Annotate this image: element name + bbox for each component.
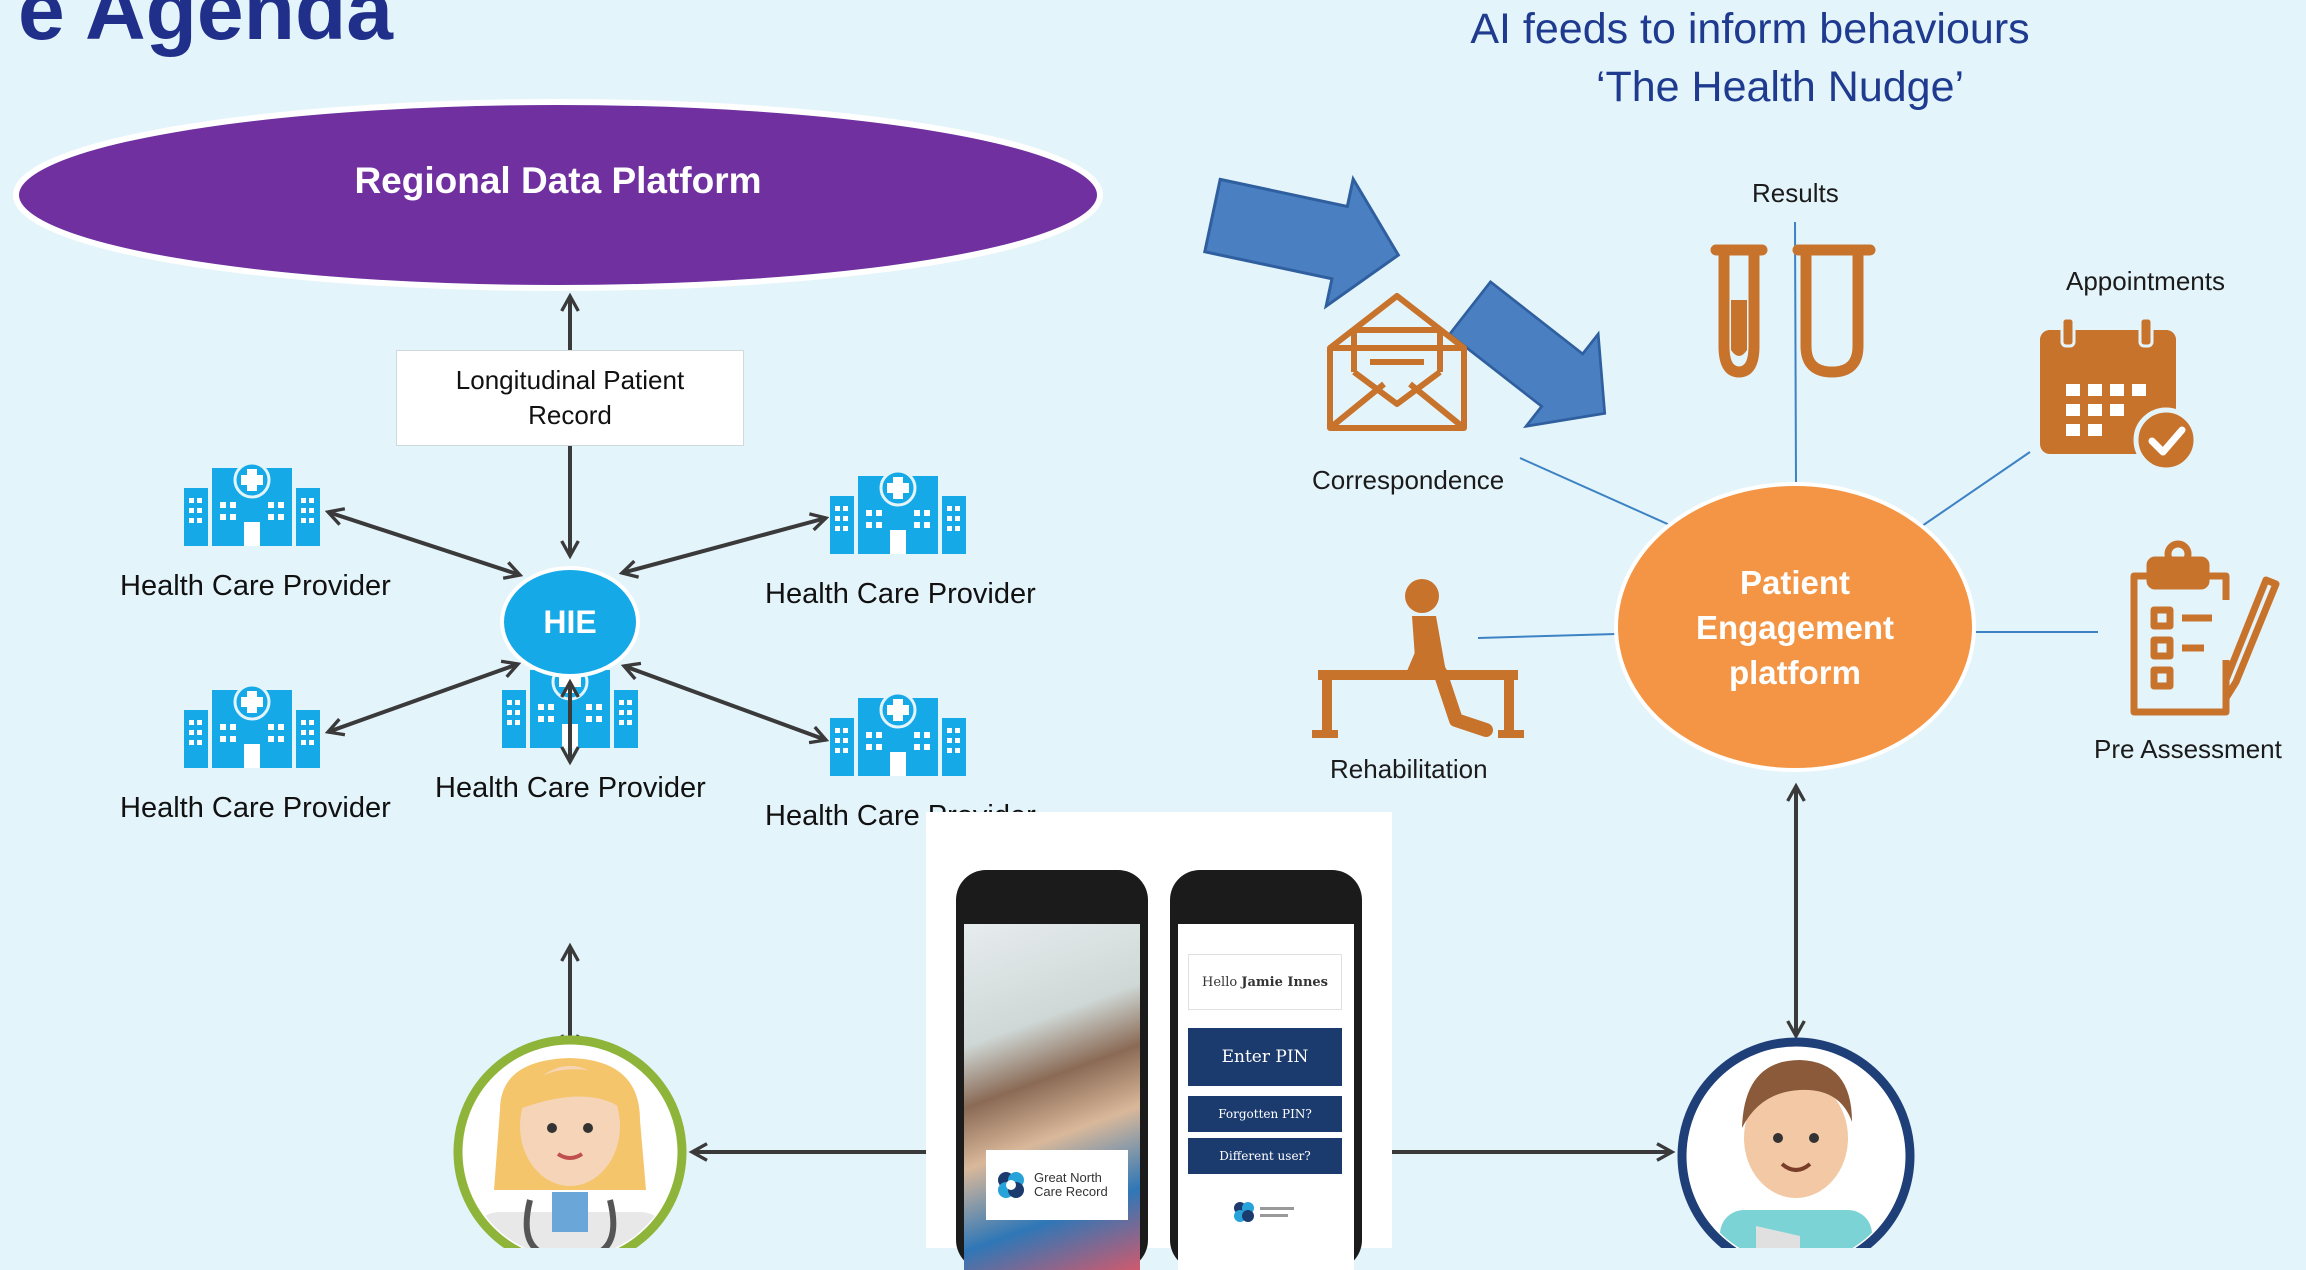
clipboard-icon <box>2130 540 2280 716</box>
regional-data-platform-label: Regional Data Platform <box>354 160 762 201</box>
clinician-avatar <box>453 1035 687 1248</box>
phone-login: Hello Jamie Innes Enter PIN Forgotten PI… <box>1170 870 1362 1270</box>
record-box-line-2: Record <box>528 400 612 430</box>
spoke-rehabilitation <box>1477 633 1617 639</box>
gncr-brand-line-1: Great North <box>1034 1170 1102 1185</box>
slide-title-fragment: e Agenda <box>18 0 393 57</box>
spoke-results <box>1794 221 1797 485</box>
hie-provider-3-link <box>328 664 518 732</box>
provider-label-3: Health Care Provider <box>120 792 391 824</box>
appointments-label: Appointments <box>2066 266 2225 296</box>
tagline-line-2: ‘The Health Nudge’ <box>1595 63 1965 111</box>
rehabilitation-icon <box>1312 579 1524 738</box>
pep-line-2: Engagement <box>1695 608 1895 646</box>
pep-line-3: platform <box>1728 653 1861 691</box>
results-label: Results <box>1752 178 1839 208</box>
provider-label-1: Health Care Provider <box>120 570 391 602</box>
gncr-small-logo-icon <box>1234 1202 1294 1222</box>
pep-line-1: Patient <box>1739 563 1850 601</box>
phone-login-screen: Hello Jamie Innes Enter PIN Forgotten PI… <box>1178 924 1354 1270</box>
envelope-icon <box>1327 293 1467 431</box>
test-tubes-icon <box>1710 244 1876 378</box>
hie-provider-5-link <box>624 666 826 740</box>
greeting-name: Jamie Innes <box>1241 974 1328 990</box>
correspondence-label: Correspondence <box>1312 465 1505 495</box>
tagline: AI feeds to inform behaviours ‘The Healt… <box>1300 0 2200 116</box>
hie-provider-2-link <box>622 518 826 573</box>
gncr-logo-icon <box>998 1172 1024 1198</box>
phone-welcome-screen: Great North Care Record <box>964 924 1140 1270</box>
spoke-correspondence <box>1519 457 1673 527</box>
hie-provider-1-link <box>328 512 520 575</box>
provider-label-4: Health Care Provider <box>435 772 706 804</box>
hospital-icon-3 <box>182 683 322 770</box>
hospital-icon-2 <box>828 469 968 556</box>
forgotten-pin-button[interactable]: Forgotten PIN? <box>1188 1096 1342 1132</box>
spoke-appointments <box>1921 451 2031 527</box>
app-screenshots: Great North Care Record Hello Jamie Inne… <box>926 812 1392 1270</box>
patient-avatar <box>1677 1037 1915 1248</box>
ai-feed-arrow-1 <box>1197 150 1414 321</box>
record-box-line-1: Longitudinal Patient <box>455 365 685 395</box>
hospital-icon-5 <box>828 691 968 778</box>
enter-pin-button[interactable]: Enter PIN <box>1188 1028 1342 1086</box>
provider-label-2: Health Care Provider <box>765 578 1036 610</box>
tagline-line-1: AI feeds to inform behaviours <box>1470 5 2030 53</box>
different-user-button[interactable]: Different user? <box>1188 1138 1342 1174</box>
pre-assessment-label: Pre Assessment <box>2094 734 2282 764</box>
greeting-card: Hello Jamie Innes <box>1188 954 1342 1010</box>
phone-welcome: Great North Care Record <box>956 870 1148 1270</box>
hie-hub: HIE <box>500 566 640 678</box>
longitudinal-record-box: Longitudinal Patient Record <box>396 350 744 446</box>
regional-data-platform <box>13 99 1103 291</box>
calendar-icon <box>2040 316 2199 473</box>
greeting-prefix: Hello <box>1202 974 1238 990</box>
hospital-icon-1 <box>182 461 322 548</box>
gncr-brand-line-2: Care Record <box>1034 1184 1108 1199</box>
rehabilitation-label: Rehabilitation <box>1330 754 1488 784</box>
gncr-logo-card: Great North Care Record <box>986 1150 1128 1220</box>
patient-engagement-platform: Patient Engagement platform <box>1614 482 1976 772</box>
